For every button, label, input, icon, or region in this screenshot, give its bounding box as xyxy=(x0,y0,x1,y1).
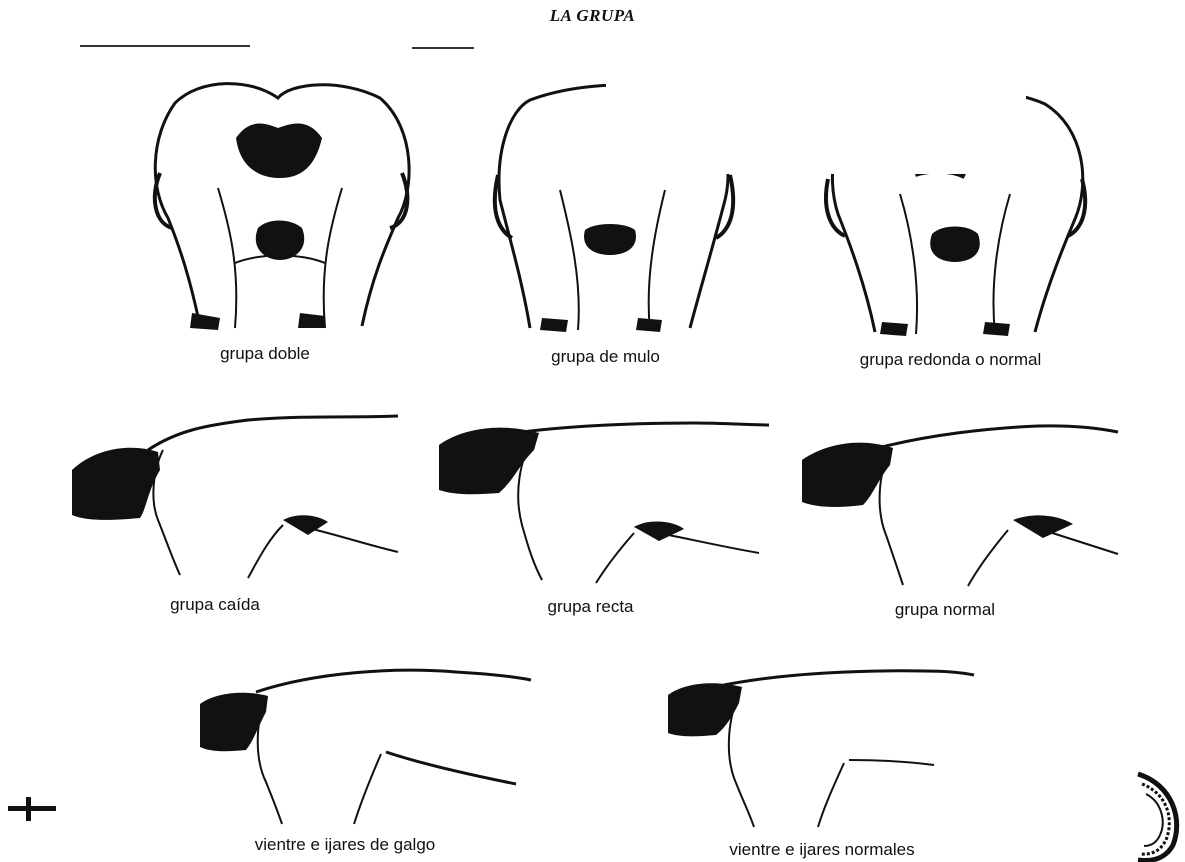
caption-grupa-mulo: grupa de mulo xyxy=(518,347,693,367)
caption-grupa-normal: grupa normal xyxy=(865,600,1025,620)
header-rule-right xyxy=(412,47,474,49)
illustration-vientre-galgo xyxy=(196,662,536,827)
caption-vientre-normales: vientre e ijares normales xyxy=(672,840,972,860)
header-rule-left xyxy=(80,45,250,47)
illustration-vientre-normales xyxy=(664,665,984,830)
stamp-arc-icon xyxy=(1128,770,1185,862)
caption-grupa-recta: grupa recta xyxy=(518,597,663,617)
page-title: LA GRUPA xyxy=(0,6,1185,26)
caption-grupa-doble: grupa doble xyxy=(180,344,350,364)
cross-mark-icon xyxy=(8,795,58,825)
illustration-grupa-normal xyxy=(798,420,1128,590)
blank-patch xyxy=(606,78,1026,174)
caption-vientre-galgo: vientre e ijares de galgo xyxy=(205,835,485,855)
caption-grupa-redonda: grupa redonda o normal xyxy=(808,350,1093,370)
illustration-grupa-caida xyxy=(68,410,408,580)
illustration-grupa-doble xyxy=(140,78,420,338)
caption-grupa-caida: grupa caída xyxy=(150,595,280,615)
illustration-grupa-recta xyxy=(434,415,774,585)
